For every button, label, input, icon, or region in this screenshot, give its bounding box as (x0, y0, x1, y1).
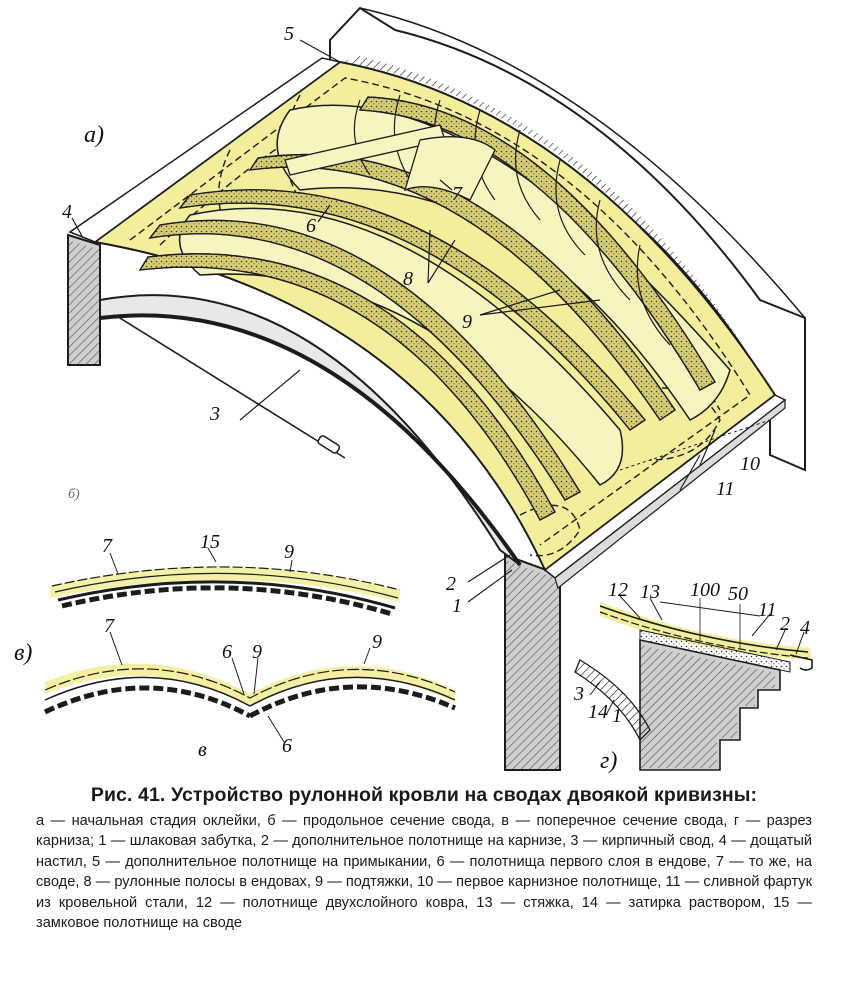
label-b-7: 7 (102, 535, 113, 557)
tie-rod-turnbuckle (317, 435, 341, 454)
label-v-cross: в (198, 739, 207, 761)
label-g-12: 12 (608, 579, 628, 601)
label-10: 10 (740, 453, 760, 475)
label-4: 4 (62, 201, 72, 223)
label-v-6b: 6 (282, 735, 292, 757)
label-g-4: 4 (800, 617, 810, 639)
label-g-3: 3 (573, 683, 584, 705)
label-g-100: 100 (690, 579, 720, 601)
label-g-2: 2 (780, 613, 790, 635)
caption-legend: а — начальная стадия оклейки, б — продол… (36, 813, 812, 932)
section-g: 12 13 100 50 11 2 4 3 14 1 г) (573, 579, 813, 774)
roof-figure: а) 5 4 6 7 8 9 3 10 11 2 1 б) 7 15 9 (14, 6, 813, 774)
section-b-yellow (50, 566, 400, 602)
label-g: г) (600, 748, 617, 774)
label-v-7: 7 (104, 615, 115, 637)
label-g-50: 50 (728, 583, 748, 605)
parapet-top-edge (359, 7, 806, 319)
label-g-11: 11 (758, 599, 777, 621)
section-v-yellow (45, 663, 455, 706)
section-v-layer-2 (44, 668, 456, 699)
left-wall-hatch (68, 240, 100, 365)
tie-rod (114, 314, 346, 459)
label-1: 1 (452, 595, 462, 617)
caption-body: а — начальная стадия оклейки, б — продол… (36, 811, 812, 933)
vault-arch-underside (99, 313, 522, 567)
section-g-gutter (789, 654, 813, 671)
section-v-vault-2 (248, 684, 457, 719)
label-6: 6 (306, 215, 316, 237)
label-5: 5 (284, 23, 294, 45)
label-b-15: 15 (200, 531, 220, 553)
section-g-layers-2 (599, 611, 809, 659)
section-g-wall-hatch (640, 645, 775, 768)
caption-title: Рис. 41. Устройство рулонной кровли на с… (90, 784, 758, 806)
section-g-layers (599, 605, 809, 653)
barrel-rib-lines (353, 94, 671, 346)
eave-board (554, 398, 786, 590)
label-v: в) (14, 640, 32, 666)
figure-caption: Рис. 41. Устройство рулонной кровли на с… (36, 784, 812, 933)
section-b-layer-1 (54, 572, 399, 599)
label-7: 7 (452, 183, 463, 205)
label-11: 11 (716, 478, 735, 500)
section-g-vault (574, 659, 651, 742)
label-v-9a: 9 (252, 641, 262, 663)
section-b-layer-2 (51, 566, 401, 591)
right-pier-hatch (505, 560, 560, 770)
section-v-layer (44, 676, 456, 707)
section-b-bricks (61, 585, 393, 617)
sheet-7 (403, 136, 496, 201)
section-b-arch (57, 580, 396, 610)
label-2: 2 (446, 573, 456, 595)
label-9: 9 (462, 311, 472, 333)
label-3: 3 (209, 403, 220, 425)
leader-lines (71, 39, 716, 603)
label-8: 8 (403, 268, 413, 290)
label-g-1: 1 (612, 705, 622, 727)
label-g-14: 14 (588, 701, 608, 723)
section-b: 7 15 9 (50, 531, 401, 617)
label-v-6a: 6 (222, 641, 232, 663)
label-b: б) (68, 487, 80, 502)
section-v: в) 7 6 9 9 6 в (14, 615, 457, 761)
label-g-13: 13 (640, 581, 660, 603)
main-view-a: а) 5 4 6 7 8 9 3 10 11 2 1 б) (62, 6, 806, 771)
label-a: а) (84, 122, 104, 148)
label-b-9: 9 (284, 541, 294, 563)
eave-hatch (619, 419, 771, 471)
section-g-screed (639, 629, 791, 673)
section-v-vault-1 (43, 685, 252, 719)
valley-strips (138, 96, 716, 521)
label-v-9b: 9 (372, 631, 382, 653)
